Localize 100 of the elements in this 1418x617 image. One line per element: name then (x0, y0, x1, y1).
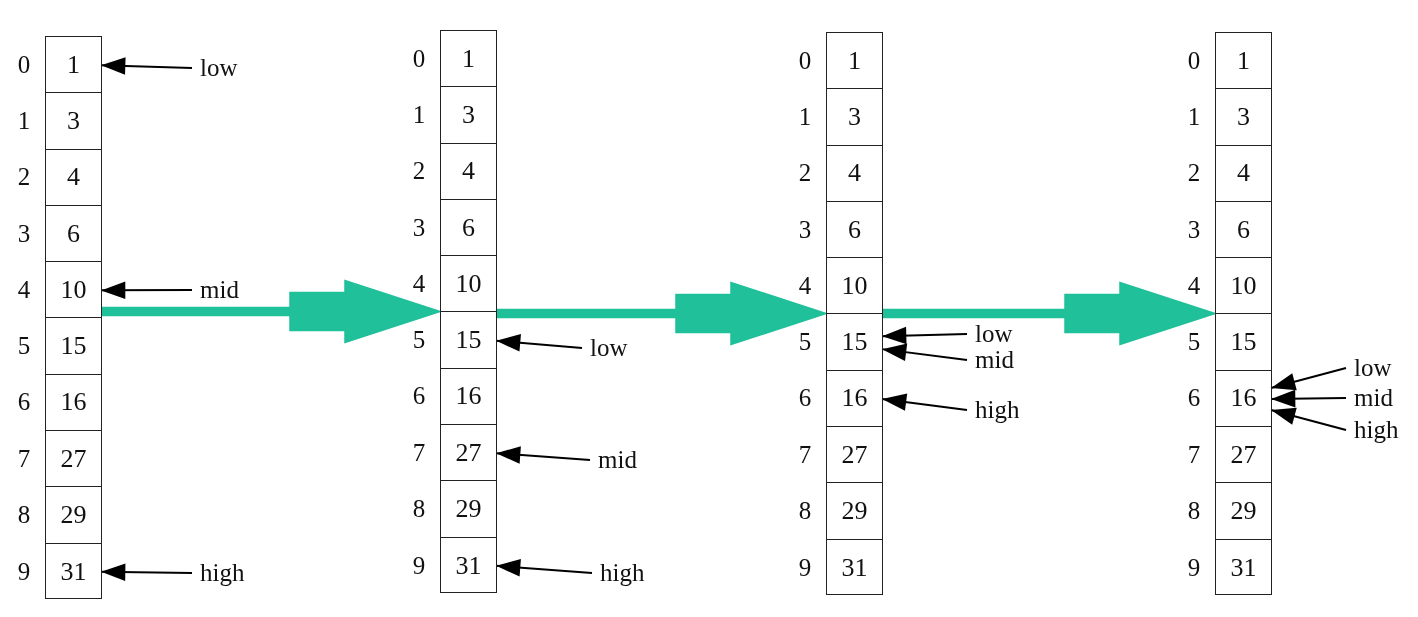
index-number: 0 (1186, 46, 1202, 75)
cell-value: 27 (60, 443, 87, 474)
cell-value: 3 (848, 101, 861, 132)
index-number: 2 (1186, 159, 1202, 188)
pointer-arrow (100, 281, 193, 300)
index-number: 5 (411, 326, 427, 355)
index-number: 1 (16, 106, 32, 135)
block-arrow (496, 281, 829, 346)
cell-value: 4 (848, 158, 861, 189)
cell-value: 31 (1230, 552, 1257, 583)
cell-value: 1 (462, 43, 475, 74)
pointer-arrow (495, 446, 591, 464)
index-number: 7 (16, 444, 32, 473)
cell-value: 15 (455, 325, 482, 356)
pointer-arrow (881, 343, 968, 361)
cell-value: 27 (455, 437, 482, 468)
index-number: 5 (797, 328, 813, 357)
index-number: 4 (16, 275, 32, 304)
pointer-label: high (1354, 418, 1399, 442)
pointer-label: low (1354, 356, 1392, 380)
cell-value: 29 (1230, 496, 1257, 526)
index-number: 7 (411, 438, 427, 467)
cell-value: 6 (1237, 214, 1250, 245)
cell-value: 1 (848, 45, 861, 76)
index-number: 0 (16, 50, 32, 79)
index-number: 2 (411, 157, 427, 186)
cell-value: 4 (462, 156, 475, 187)
pointer-arrow (1270, 389, 1347, 408)
cell-value: 3 (462, 99, 475, 130)
pointer-label: high (200, 561, 245, 585)
pointer-label: high (600, 561, 645, 585)
pointer-arrow (495, 558, 593, 577)
cell-value: 16 (60, 387, 87, 418)
cell-value: 15 (841, 327, 868, 358)
index-number: 4 (1186, 271, 1202, 300)
cell-value: 29 (60, 500, 87, 530)
cell-value: 3 (1237, 101, 1250, 132)
cell-value: 1 (67, 49, 80, 80)
cell-value: 29 (455, 494, 482, 524)
index-number: 1 (797, 102, 813, 131)
pointer-arrow (100, 563, 193, 581)
index-number: 1 (1186, 102, 1202, 131)
index-number: 3 (411, 213, 427, 242)
cell-value: 31 (841, 552, 868, 583)
cell-value: 31 (455, 550, 482, 581)
cell-value: 15 (60, 331, 87, 362)
cell-value: 16 (841, 383, 868, 414)
index-number: 5 (16, 332, 32, 361)
cell-value: 3 (67, 105, 80, 136)
index-number: 3 (797, 215, 813, 244)
pointer-label: mid (200, 278, 239, 302)
cell-value: 6 (848, 214, 861, 245)
index-number: 6 (1186, 384, 1202, 413)
index-number: 6 (16, 388, 32, 417)
pointer-arrow (495, 334, 583, 352)
cell-value: 10 (60, 274, 87, 305)
block-arrow (882, 281, 1218, 346)
pointer-label: high (975, 398, 1020, 422)
pointer-label: low (975, 322, 1013, 346)
cell-value: 10 (841, 270, 868, 301)
pointer-arrow (881, 393, 968, 411)
index-number: 0 (797, 46, 813, 75)
pointer-label: mid (598, 448, 637, 472)
index-number: 5 (1186, 328, 1202, 357)
index-number: 9 (1186, 553, 1202, 582)
index-number: 9 (16, 557, 32, 586)
cell-value: 27 (841, 439, 868, 470)
index-number: 6 (411, 382, 427, 411)
pointer-label: low (200, 56, 238, 80)
index-number: 6 (797, 384, 813, 413)
index-number: 1 (411, 100, 427, 129)
index-number: 7 (1186, 440, 1202, 469)
pointer-label: low (590, 336, 628, 360)
index-number: 0 (411, 44, 427, 73)
cell-value: 10 (455, 268, 482, 299)
index-number: 9 (411, 551, 427, 580)
pointer-arrow (881, 326, 968, 345)
cell-value: 10 (1230, 270, 1257, 301)
index-number: 8 (16, 501, 32, 529)
cell-value: 16 (455, 381, 482, 412)
index-number: 9 (797, 553, 813, 582)
cell-value: 4 (1237, 158, 1250, 189)
index-number: 2 (797, 159, 813, 188)
block-arrow (101, 279, 443, 344)
cell-value: 31 (60, 556, 87, 587)
pointer-arrow (1270, 367, 1347, 391)
index-number: 3 (16, 219, 32, 248)
pointer-label: mid (1354, 386, 1393, 410)
pointer-label: mid (975, 348, 1014, 372)
cell-value: 6 (67, 218, 80, 249)
cell-value: 16 (1230, 383, 1257, 414)
cell-value: 15 (1230, 327, 1257, 358)
index-number: 8 (1186, 497, 1202, 525)
index-number: 8 (411, 495, 427, 523)
index-number: 4 (797, 271, 813, 300)
index-number: 2 (16, 163, 32, 192)
index-number: 8 (797, 497, 813, 525)
cell-value: 27 (1230, 439, 1257, 470)
cell-value: 4 (67, 162, 80, 193)
index-number: 7 (797, 440, 813, 469)
